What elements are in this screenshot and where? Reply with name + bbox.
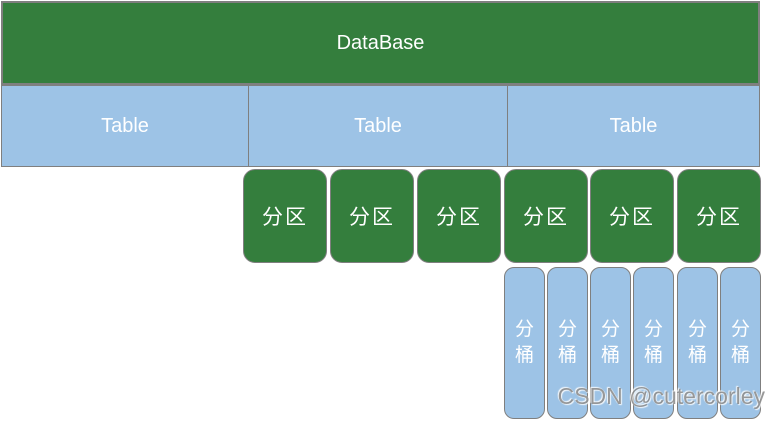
partition-node-3: 分区 <box>417 169 501 263</box>
table-node-1: Table <box>1 85 249 167</box>
bucket-label: 分桶 <box>600 319 620 366</box>
bucket-label: 分桶 <box>687 319 707 366</box>
table-node-2: Table <box>248 85 508 167</box>
bucket-node-3: 分桶 <box>590 267 631 419</box>
table-node-3: Table <box>507 85 760 167</box>
bucket-node-6: 分桶 <box>720 267 761 419</box>
bucket-label: 分桶 <box>643 319 663 366</box>
partition-node-6: 分区 <box>677 169 761 263</box>
bucket-node-2: 分桶 <box>547 267 588 419</box>
bucket-node-4: 分桶 <box>633 267 674 419</box>
database-node: DataBase <box>1 1 760 85</box>
bucket-label: 分桶 <box>557 319 577 366</box>
partition-node-2: 分区 <box>330 169 414 263</box>
partition-node-5: 分区 <box>590 169 674 263</box>
bucket-node-1: 分桶 <box>504 267 545 419</box>
partition-node-4: 分区 <box>504 169 588 263</box>
bucket-label: 分桶 <box>730 319 750 366</box>
bucket-node-5: 分桶 <box>677 267 718 419</box>
bucket-label: 分桶 <box>514 319 534 366</box>
partition-node-1: 分区 <box>243 169 327 263</box>
